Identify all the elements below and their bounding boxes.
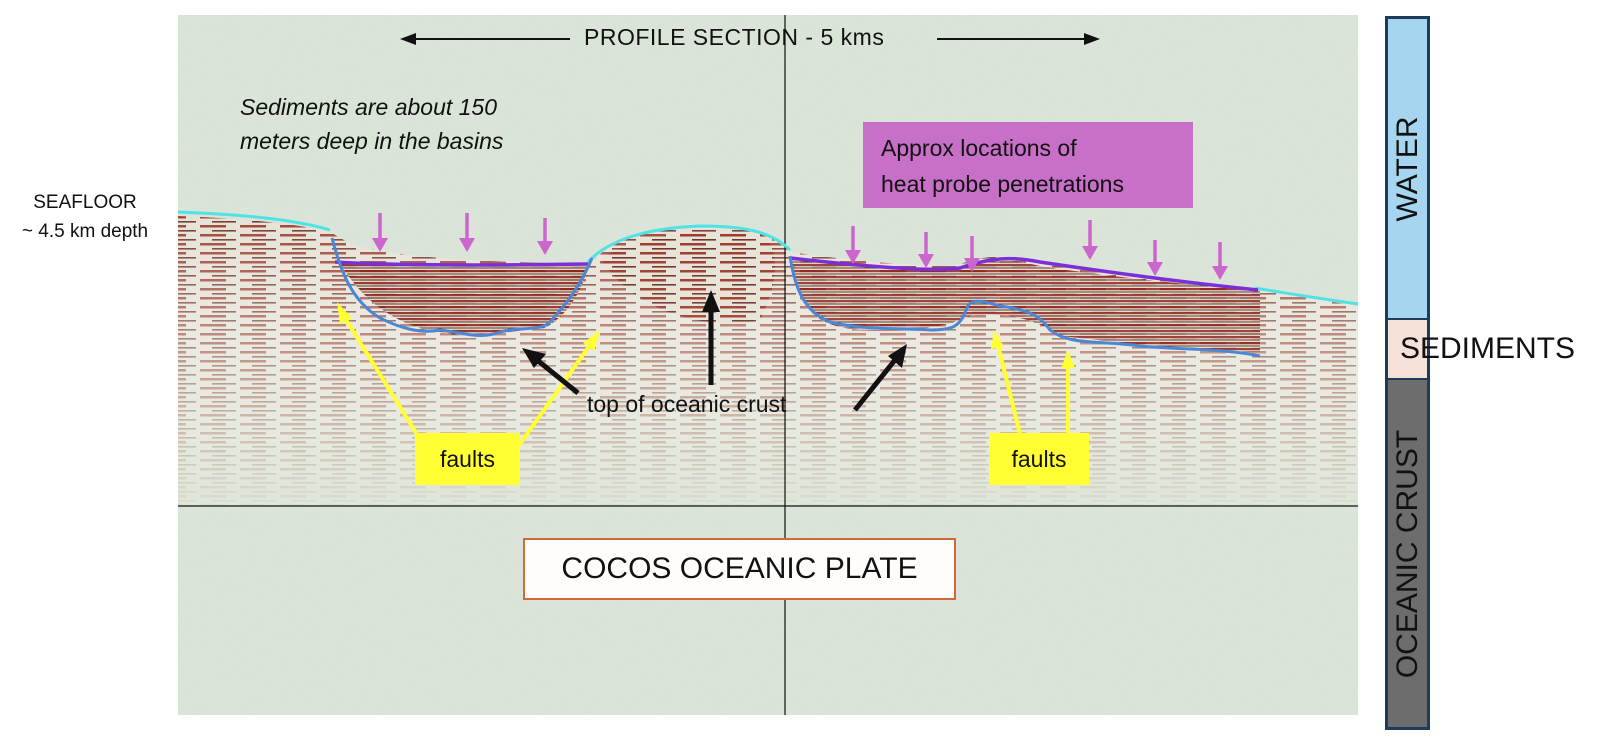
crust-top-left bbox=[330, 237, 594, 337]
faults-label-left: faults bbox=[415, 433, 520, 485]
sediment-depth-note-line1: Sediments are about 150 bbox=[240, 94, 498, 120]
profile-extent-arrows bbox=[400, 33, 1100, 45]
sediments-layer-label: SEDIMENTS bbox=[1400, 332, 1576, 365]
sediment-depth-note: Sediments are about 150 meters deep in t… bbox=[240, 90, 503, 158]
sediments-layer-bar bbox=[1385, 318, 1430, 380]
seafloor-label-line2: ~ 4.5 km depth bbox=[21, 221, 149, 242]
seismic-reflections bbox=[178, 216, 1358, 505]
cocos-plate-label: COCOS OCEANIC PLATE bbox=[523, 538, 956, 600]
crust-top-right bbox=[788, 255, 1261, 358]
profile-section-title: PROFILE SECTION - 5 kms bbox=[584, 24, 885, 50]
heat-probe-callout: Approx locations of heat probe penetrati… bbox=[863, 122, 1193, 208]
seafloor-label-line1: SEAFLOOR bbox=[33, 192, 137, 213]
fault-arrows bbox=[337, 302, 1075, 450]
faults-label-right: faults bbox=[989, 433, 1089, 485]
sediment-surface-left bbox=[334, 260, 589, 267]
heat-probe-arrows bbox=[372, 213, 1228, 280]
oceanic-crust-layer-label: OCEANIC CRUST bbox=[1390, 429, 1424, 678]
water-layer-bar: WATER bbox=[1385, 16, 1430, 318]
crust-arrows bbox=[522, 290, 907, 412]
heat-probe-callout-line1: Approx locations of bbox=[881, 135, 1077, 161]
seafloor-label: SEAFLOOR ~ 4.5 km depth bbox=[0, 188, 170, 246]
top-of-oceanic-crust-label: top of oceanic crust bbox=[587, 391, 787, 417]
seafloor-trace bbox=[177, 210, 1359, 306]
water-layer-label: WATER bbox=[1390, 116, 1424, 221]
sediment-surface-right bbox=[789, 256, 1259, 292]
heat-probe-callout-line2: heat probe penetrations bbox=[881, 171, 1124, 197]
sediment-depth-note-line2: meters deep in the basins bbox=[240, 128, 504, 154]
oceanic-crust-layer-bar: OCEANIC CRUST bbox=[1385, 380, 1430, 730]
